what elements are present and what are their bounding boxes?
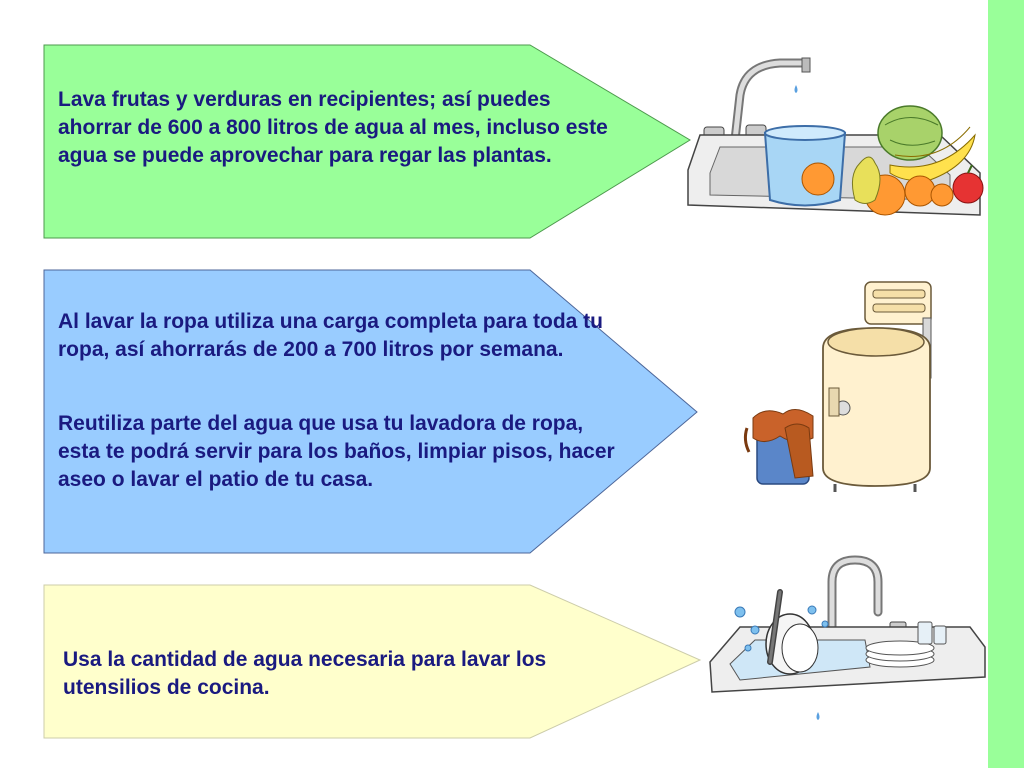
tip-panel-1 xyxy=(43,44,691,239)
right-accent-strip xyxy=(988,0,1024,768)
tip-3-text: Usa la cantidad de agua necesaria para l… xyxy=(63,648,547,699)
tip-panel-2 xyxy=(43,269,698,554)
sink-with-fruit-illustration xyxy=(687,57,984,216)
tip-1-text: Lava frutas y verduras en recipientes; a… xyxy=(58,88,608,167)
sink-with-dishes-illustration xyxy=(709,555,986,720)
washing-machine-illustration xyxy=(743,281,932,492)
tip-2-text-extra: Reutiliza parte del agua que usa tu lava… xyxy=(58,412,615,491)
tip-panel-3 xyxy=(43,584,702,739)
tip-2-text: Al lavar la ropa utiliza una carga compl… xyxy=(58,310,603,361)
